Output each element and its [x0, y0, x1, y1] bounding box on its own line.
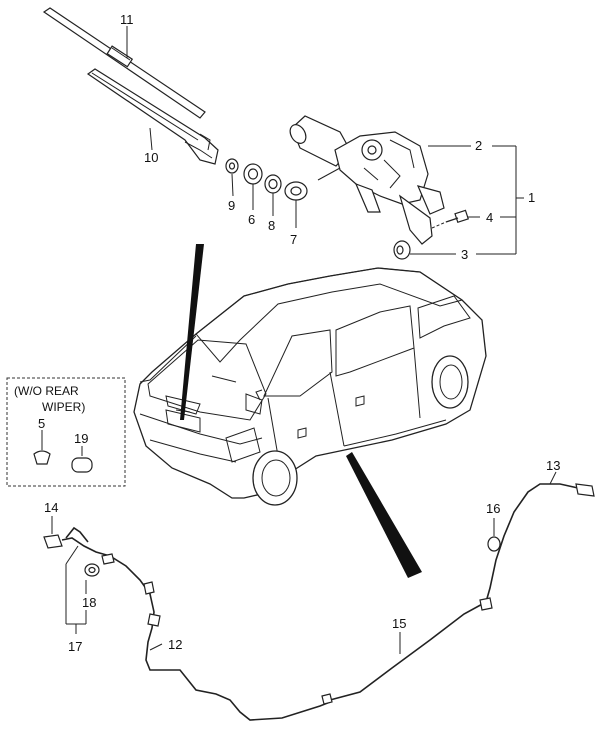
nut-6 [243, 163, 263, 185]
callout-19: 19 [74, 431, 88, 446]
note-box-line2: WIPER) [42, 400, 85, 414]
leader-lines-top [126, 26, 297, 228]
callout-9: 9 [228, 198, 235, 213]
callout-6: 6 [248, 212, 255, 227]
bolt-4 [431, 209, 470, 229]
callout-14: 14 [44, 500, 58, 515]
wiper-motor [289, 115, 445, 245]
callout-18: 18 [82, 595, 96, 610]
callout-bracket [410, 145, 524, 255]
pointer-wedge-bottom [346, 452, 422, 578]
note-box: (W/O REAR WIPER) [6, 377, 126, 487]
cap-19 [71, 446, 93, 473]
car-body [133, 267, 487, 506]
washer-8 [264, 174, 282, 194]
washer-hose [43, 483, 595, 721]
callout-11: 11 [120, 12, 134, 27]
callout-7: 7 [290, 232, 297, 247]
callout-10: 10 [144, 150, 158, 165]
callout-labels: 11 10 9 6 8 7 2 1 4 3 5 19 14 18 17 12 1… [38, 12, 560, 654]
callout-8: 8 [268, 218, 275, 233]
callout-3: 3 [461, 247, 468, 262]
grommet-18 [84, 563, 100, 577]
callout-13: 13 [546, 458, 560, 473]
grommet-3 [393, 240, 411, 260]
callout-4: 4 [486, 210, 493, 225]
callout-16: 16 [486, 501, 500, 516]
callout-15: 15 [392, 616, 406, 631]
note-box-line1: (W/O REAR [14, 384, 79, 398]
callout-bracket-17 [65, 545, 87, 634]
pointer-wedge-top [180, 244, 204, 420]
callout-12: 12 [168, 637, 182, 652]
callout-2: 2 [475, 138, 482, 153]
leader-12 [149, 643, 163, 651]
washer-9 [225, 158, 239, 174]
callout-17: 17 [68, 639, 82, 654]
wiper-blade [86, 68, 219, 165]
plug-5 [33, 430, 51, 465]
grommet-16 [487, 518, 501, 552]
callout-1: 1 [528, 190, 535, 205]
callout-5: 5 [38, 416, 45, 431]
leader-13 [549, 471, 557, 485]
grommet-7 [284, 181, 308, 201]
